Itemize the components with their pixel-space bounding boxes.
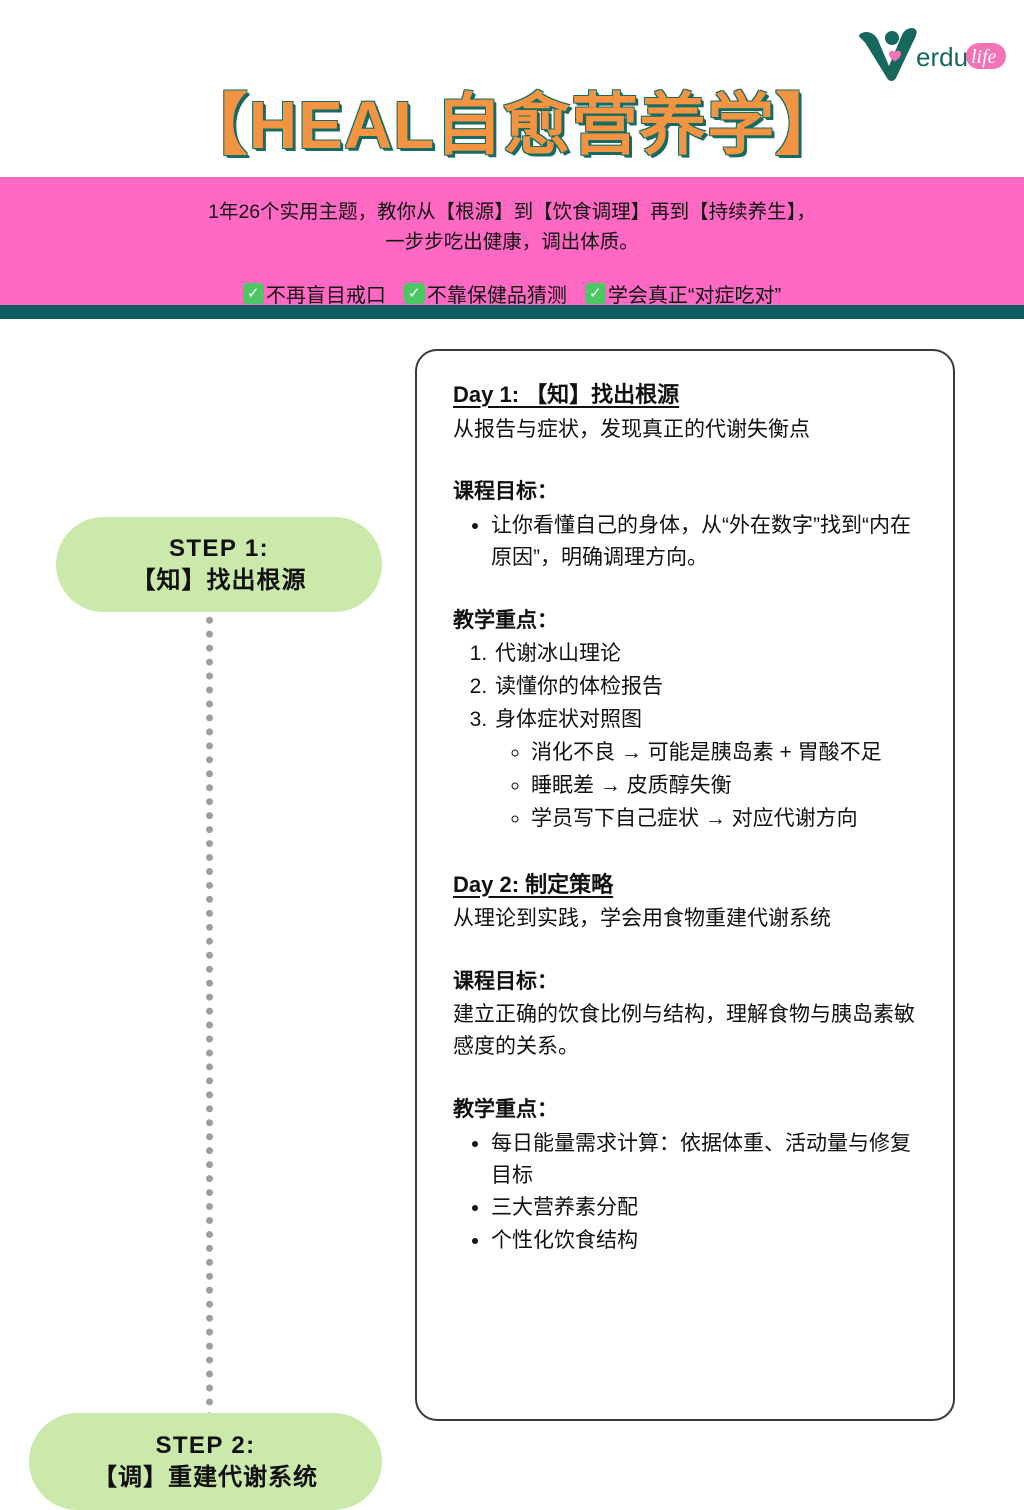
banner-check-label-3: 学会真正“对症吃对” — [607, 285, 782, 307]
banner-check-item-3: ✓ 学会真正“对症吃对” — [584, 279, 782, 308]
list-item-label: 身体症状对照图 — [495, 707, 642, 731]
step-connector-line — [206, 519, 213, 1448]
check-badge-icon: ✓ — [403, 283, 425, 304]
banner-divider — [0, 305, 1024, 319]
day-2-focus-list: 每日能量需求计算：依据体重、活动量与修复目标 三大营养素分配 个性化饮食结构 — [453, 1128, 923, 1258]
step-pill-2[interactable]: STEP 2: 【调】重建代谢系统 — [29, 1413, 382, 1510]
list-item: 代谢冰山理论 — [493, 638, 923, 670]
step-1-label: 【知】找出根源 — [131, 567, 307, 594]
banner-check-label-1: 不再盲目戒口 — [265, 285, 386, 307]
check-badge-icon: ✓ — [584, 283, 606, 304]
list-item: 消化不良 → 可能是胰岛素 + 胃酸不足 — [531, 737, 923, 769]
list-item: 让你看懂自己的身体，从“外在数字”找到“内在原因”，明确调理方向。 — [491, 510, 923, 574]
banner-check-item-2: ✓ 不靠保健品猜测 — [403, 279, 567, 308]
page-title: 【HEAL自愈营养学】 — [180, 87, 844, 163]
day-1-focus-sublist: 消化不良 → 可能是胰岛素 + 胃酸不足 睡眠差 → 皮质醇失衡 学员写下自己症… — [495, 737, 923, 835]
day-1-focus-heading: 教学重点： — [453, 608, 558, 632]
list-item: 身体症状对照图 消化不良 → 可能是胰岛素 + 胃酸不足 睡眠差 → 皮质醇失衡… — [493, 704, 923, 835]
day-2-subtitle: 从理论到实践，学会用食物重建代谢系统 — [453, 907, 831, 931]
step-1-kicker: STEP 1: — [168, 534, 270, 562]
list-item: 三大营养素分配 — [491, 1192, 923, 1224]
banner-line-1: 1年26个实用主题，教你从【根源】到【饮食调理】再到【持续养生】， — [208, 201, 816, 223]
step-flow-column: STEP 1: 【知】找出根源 STEP 2: 【调】重建代谢系统 — [0, 319, 410, 1510]
verdulife-check-person-logo: erdu life — [859, 27, 1006, 82]
curriculum-card: Day 1: 【知】找出根源 从报告与症状，发现真正的代谢失衡点 课程目标： 让… — [415, 349, 955, 1421]
day-2-focus-heading: 教学重点： — [453, 1098, 558, 1122]
list-item: 学员写下自己症状 → 对应代谢方向 — [531, 803, 923, 835]
step-pill-1[interactable]: STEP 1: 【知】找出根源 — [56, 517, 382, 612]
day-1-goal-list: 让你看懂自己的身体，从“外在数字”找到“内在原因”，明确调理方向。 — [453, 510, 923, 574]
day-1-goal-heading: 课程目标： — [453, 480, 558, 504]
day-1-heading: Day 1: 【知】找出根源 — [453, 382, 680, 407]
list-item: 睡眠差 → 皮质醇失衡 — [531, 770, 923, 802]
svg-text:erdu: erdu — [916, 42, 968, 72]
list-item: 每日能量需求计算：依据体重、活动量与修复目标 — [491, 1128, 923, 1192]
step-2-label: 【调】重建代谢系统 — [93, 1464, 318, 1491]
banner-line-2: 一步步吃出健康，调出体质。 — [385, 231, 639, 253]
banner-check-list: ✓ 不再盲目戒口 ✓ 不靠保健品猜测 ✓ 学会真正“对症吃对” — [242, 279, 782, 308]
day-2-heading: Day 2: 制定策略 — [453, 871, 614, 897]
banner-check-item-1: ✓ 不再盲目戒口 — [242, 279, 386, 308]
svg-text:life: life — [971, 46, 997, 68]
brand-logo: erdu life — [856, 26, 1006, 84]
list-item: 个性化饮食结构 — [491, 1225, 923, 1257]
page-title-band: 【HEAL自愈营养学】 — [0, 78, 1024, 172]
day-1-focus-list: 代谢冰山理论 读懂你的体检报告 身体症状对照图 消化不良 → 可能是胰岛素 + … — [453, 638, 923, 834]
banner-check-label-2: 不靠保健品猜测 — [426, 285, 567, 307]
list-item: 读懂你的体检报告 — [493, 671, 923, 703]
day-2-goal-heading: 课程目标： — [453, 969, 558, 993]
step-2-kicker: STEP 2: — [155, 1431, 256, 1459]
check-badge-icon: ✓ — [242, 283, 264, 304]
subtitle-banner: 1年26个实用主题，教你从【根源】到【饮食调理】再到【持续养生】， 一步步吃出健… — [0, 177, 1024, 308]
day-2-goal-text: 建立正确的饮食比例与结构，理解食物与胰岛素敏感度的关系。 — [453, 1003, 915, 1059]
day-1-subtitle: 从报告与症状，发现真正的代谢失衡点 — [453, 417, 810, 441]
